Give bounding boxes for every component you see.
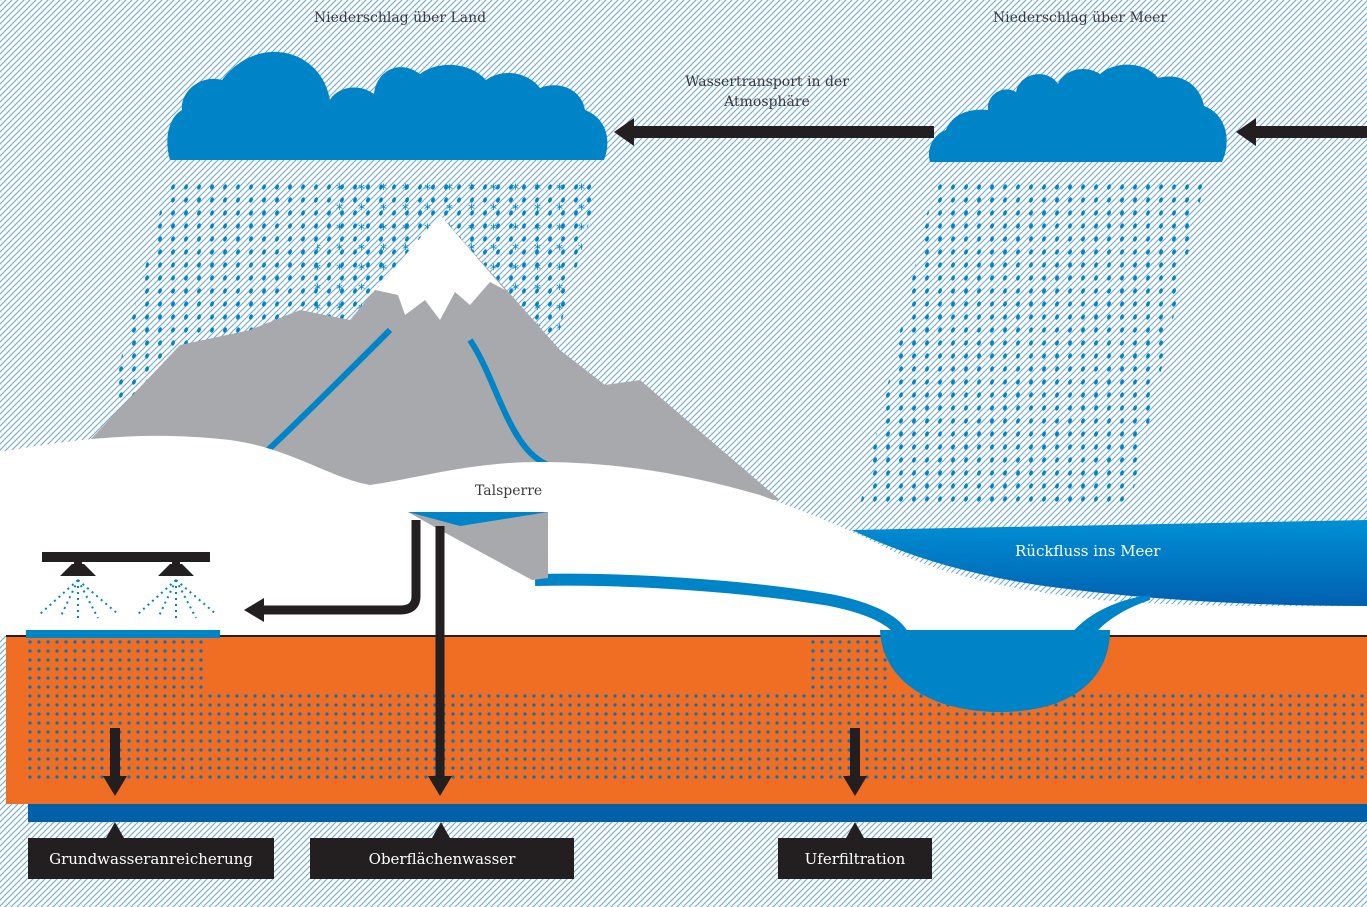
sprinkler-bar xyxy=(39,552,217,620)
land-surface xyxy=(0,435,1367,636)
dam-pipes xyxy=(262,520,445,782)
label-return-flow: Rückfluss ins Meer xyxy=(1015,542,1161,560)
arrow-down-bank xyxy=(843,728,867,796)
label-precip-land: Niederschlag über Land xyxy=(313,10,487,26)
infiltration-zone-left xyxy=(28,640,208,692)
atmosphere-transport-arrows xyxy=(614,118,1367,146)
mountain xyxy=(90,215,780,500)
cloud-sea xyxy=(928,64,1227,162)
box-groundwater-recharge: Grundwasseranreicherung xyxy=(28,838,274,879)
recharge-basin xyxy=(26,630,220,638)
label-precip-sea: Niederschlag über Meer xyxy=(992,10,1168,26)
label-transport: Wassertransport in der Atmosphäre xyxy=(685,74,849,110)
arrow-down-recharge xyxy=(103,728,127,796)
cloud-land xyxy=(167,51,608,160)
river-bed xyxy=(880,630,1110,712)
groundwater-dots xyxy=(28,692,1367,782)
aquifer xyxy=(28,804,1367,822)
box-bank-filtration: Uferfiltration xyxy=(778,838,932,879)
label-dam: Talsperre xyxy=(475,483,543,499)
infiltration-zone-bank xyxy=(808,640,888,692)
river xyxy=(534,573,911,643)
arrow-to-sprinklers xyxy=(244,598,264,622)
sea-return-flow xyxy=(852,520,1367,606)
box-surface-water: Oberflächenwasser xyxy=(310,838,574,879)
arrow-down-surface xyxy=(428,776,452,796)
river-to-sea xyxy=(1070,595,1150,640)
